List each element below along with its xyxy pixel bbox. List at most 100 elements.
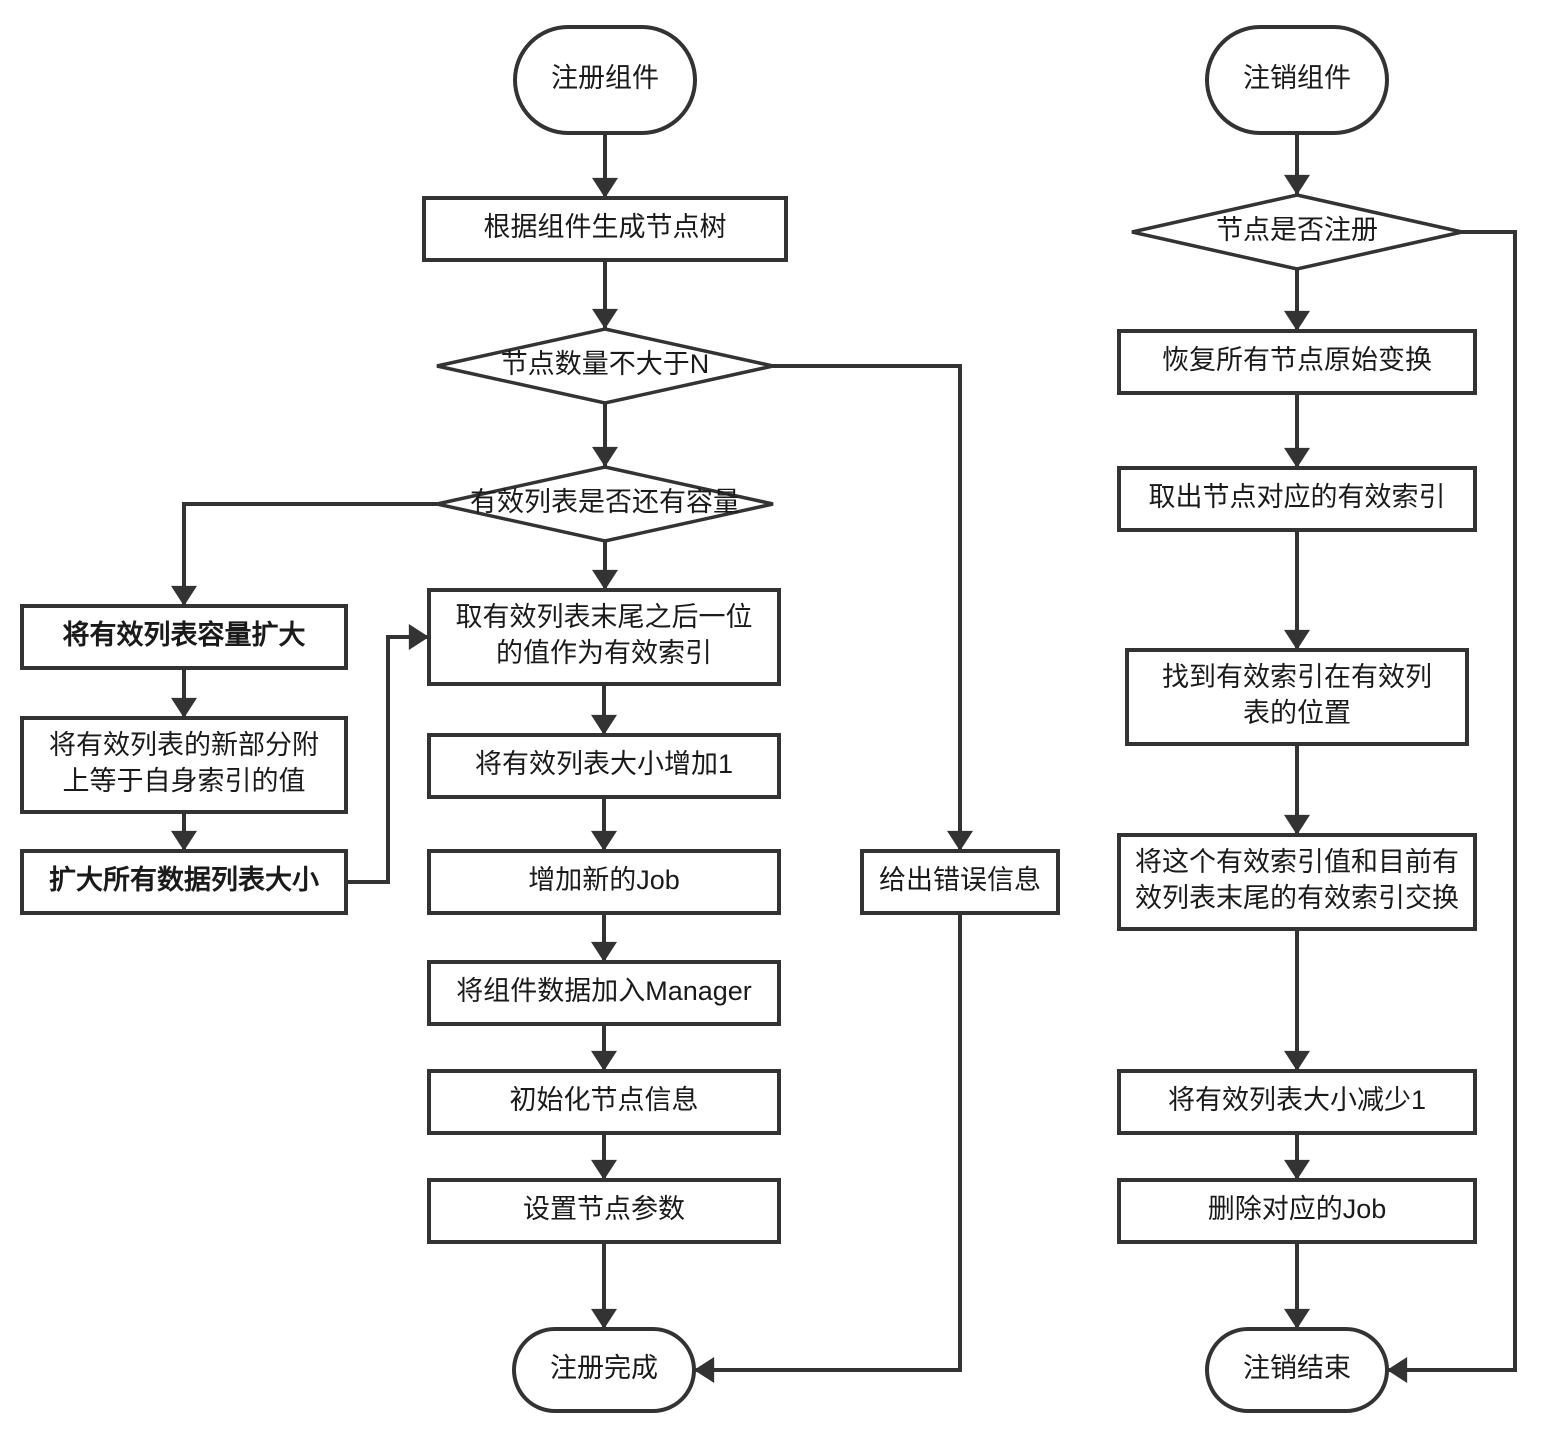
process-shape[interactable] (1117, 466, 1477, 532)
edge-arrowhead (1387, 1357, 1408, 1383)
edge-line (694, 913, 962, 1372)
flow-node-build-tree[interactable]: 根据组件生成节点树 (422, 196, 788, 262)
process-shape[interactable] (1125, 648, 1469, 746)
flow-edge (773, 364, 973, 851)
terminator-shape[interactable] (1205, 1327, 1389, 1413)
node-label: 给出错误信息 (879, 865, 1041, 895)
edge-arrowhead (171, 697, 197, 718)
flow-node-restore-transform[interactable]: 恢复所有节点原始变换 (1117, 329, 1477, 395)
node-label: 表的位置 (1243, 698, 1351, 728)
decision-shape[interactable] (436, 465, 774, 543)
terminator-shape[interactable] (512, 1327, 696, 1413)
flow-edge (591, 913, 617, 962)
flow-node-reg-end[interactable]: 注册完成 (512, 1327, 696, 1413)
process-shape[interactable] (1117, 1178, 1477, 1244)
node-label: 找到有效索引在有效列 (1162, 662, 1432, 692)
flow-edge (591, 797, 617, 851)
node-label: 增加新的Job (528, 865, 680, 895)
process-shape[interactable] (427, 733, 781, 799)
edge-arrowhead (1284, 629, 1310, 650)
edge-arrowhead (591, 1159, 617, 1180)
node-label: 取出节点对应的有效索引 (1149, 482, 1446, 512)
flow-edge (591, 1133, 617, 1180)
flow-node-set-node-params[interactable]: 设置节点参数 (427, 1178, 781, 1244)
flow-edge (1284, 133, 1310, 195)
flow-edge (592, 133, 618, 198)
process-shape[interactable] (1117, 833, 1477, 931)
flow-node-unreg-end[interactable]: 注销结束 (1205, 1327, 1389, 1413)
flow-node-add-to-manager[interactable]: 将组件数据加入Manager (427, 960, 781, 1026)
node-label: 将有效列表的新部分附 (49, 730, 319, 760)
edge-arrowhead (1284, 447, 1310, 468)
process-shape[interactable] (427, 1178, 781, 1244)
node-label: 取有效列表末尾之后一位 (456, 602, 753, 632)
flow-edge (346, 624, 429, 884)
process-shape[interactable] (427, 849, 781, 915)
edge-arrowhead (591, 830, 617, 851)
flow-edge (171, 502, 437, 606)
process-shape[interactable] (20, 716, 348, 814)
flow-edge (1284, 530, 1310, 650)
flow-edge (1284, 1242, 1310, 1329)
edge-line (1387, 230, 1517, 1372)
flow-node-expand-capacity[interactable]: 将有效列表容量扩大 (20, 604, 348, 670)
process-shape[interactable] (860, 849, 1060, 915)
node-label: 将组件数据加入Manager (456, 976, 752, 1006)
edge-line (182, 502, 437, 606)
node-label: 注册组件 (551, 63, 659, 93)
decision-shape[interactable] (436, 327, 774, 405)
flow-edge (1387, 230, 1517, 1383)
flow-edge (592, 403, 618, 467)
node-label: 将有效列表容量扩大 (63, 619, 306, 650)
node-label: 注销组件 (1243, 63, 1351, 93)
node-label: 扩大所有数据列表大小 (49, 865, 319, 895)
node-label: 节点数量不大于N (501, 349, 710, 379)
edge-arrowhead (1284, 1050, 1310, 1071)
decision-shape[interactable] (1131, 193, 1463, 271)
node-label: 设置节点参数 (523, 1194, 685, 1224)
edge-arrowhead (592, 177, 618, 198)
flow-node-remove-job[interactable]: 删除对应的Job (1117, 1178, 1477, 1244)
flow-node-fetch-index[interactable]: 取出节点对应的有效索引 (1117, 466, 1477, 532)
flow-node-unreg-start[interactable]: 注销组件 (1205, 25, 1389, 135)
flow-node-is-registered[interactable]: 节点是否注册 (1131, 193, 1463, 271)
flow-node-reg-start[interactable]: 注册组件 (513, 25, 697, 135)
edge-arrowhead (1284, 1159, 1310, 1180)
edge-arrowhead (591, 941, 617, 962)
terminator-shape[interactable] (1205, 25, 1389, 135)
node-label: 将有效列表大小增加1 (475, 749, 733, 779)
flow-edge (1284, 269, 1310, 331)
process-shape[interactable] (20, 849, 348, 915)
node-label: 有效列表是否还有容量 (470, 487, 740, 517)
process-shape[interactable] (1117, 329, 1477, 395)
edge-arrowhead (592, 569, 618, 590)
flow-node-init-node-info[interactable]: 初始化节点信息 (427, 1069, 781, 1135)
flow-node-add-job[interactable]: 增加新的Job (427, 849, 781, 915)
node-label: 效列表末尾的有效索引交换 (1135, 883, 1459, 913)
edge-arrowhead (592, 446, 618, 467)
edge-arrowhead (591, 714, 617, 735)
flow-node-check-capacity[interactable]: 有效列表是否还有容量 (436, 465, 774, 543)
flow-node-expand-all-lists[interactable]: 扩大所有数据列表大小 (20, 849, 348, 915)
edge-arrowhead (694, 1357, 715, 1383)
terminator-shape[interactable] (513, 25, 697, 135)
process-shape[interactable] (422, 196, 788, 262)
process-shape[interactable] (20, 604, 348, 670)
flow-node-size-minus-one[interactable]: 将有效列表大小减少1 (1117, 1069, 1477, 1135)
flow-node-size-plus-one[interactable]: 将有效列表大小增加1 (427, 733, 781, 799)
process-shape[interactable] (427, 960, 781, 1026)
edge-arrowhead (1284, 310, 1310, 331)
process-shape[interactable] (427, 1069, 781, 1135)
process-shape[interactable] (427, 588, 781, 686)
flow-edge (591, 684, 617, 735)
process-shape[interactable] (1117, 1069, 1477, 1135)
flow-node-show-error[interactable]: 给出错误信息 (860, 849, 1060, 915)
node-label: 上等于自身索引的值 (63, 766, 306, 796)
node-label: 删除对应的Job (1208, 1194, 1387, 1224)
flow-node-check-count[interactable]: 节点数量不大于N (436, 327, 774, 405)
